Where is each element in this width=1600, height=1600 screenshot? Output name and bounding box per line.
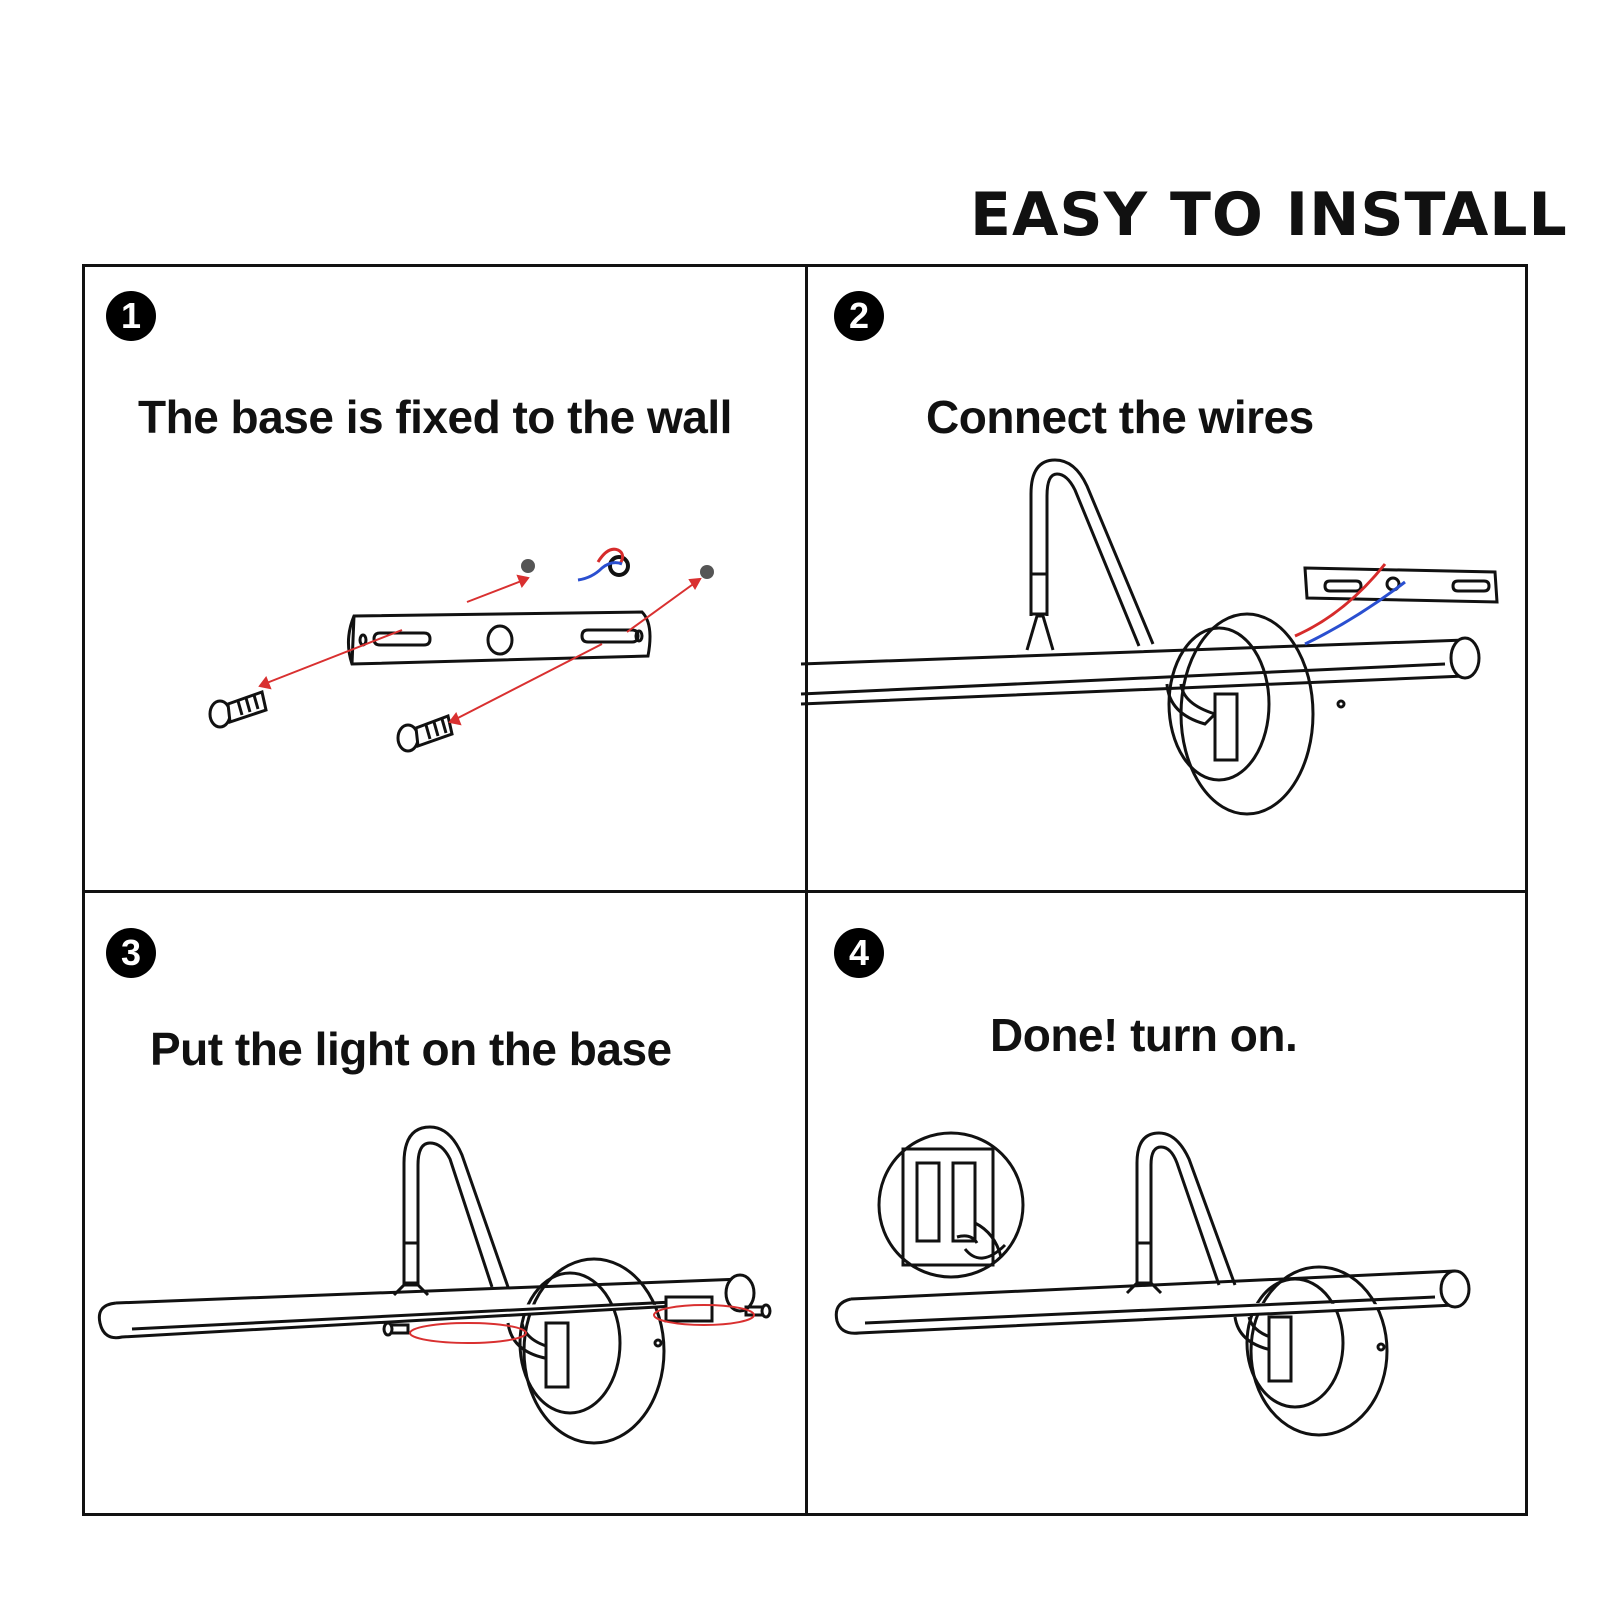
step-2-number: 2	[834, 291, 884, 341]
page-title: EASY TO INSTALL	[970, 180, 1568, 250]
screw-icon	[382, 1321, 410, 1337]
step-3-number: 3	[106, 928, 156, 978]
screw-icon	[208, 690, 268, 729]
step-2-caption: Connect the wires	[926, 391, 1314, 443]
step-4-number: 4	[834, 928, 884, 978]
step-4-caption: Done! turn on.	[990, 1009, 1298, 1061]
step-3-illustration	[97, 1125, 772, 1445]
step-4-illustration	[834, 1131, 1471, 1437]
step-2-illustration	[800, 458, 1499, 816]
step-1-illustration	[208, 547, 714, 753]
screw-icon	[396, 713, 454, 753]
light-switch-icon	[877, 1131, 1025, 1279]
light-bar	[834, 1297, 1456, 1335]
light-bar	[800, 638, 1466, 706]
step-3-caption: Put the light on the base	[150, 1023, 672, 1075]
step-1-number: 1	[106, 291, 156, 341]
light-bar	[97, 1301, 693, 1340]
grid-divider-horizontal	[82, 890, 1528, 893]
step-1-caption: The base is fixed to the wall	[138, 391, 732, 443]
mounting-bracket	[347, 610, 652, 666]
wall-plate	[1179, 612, 1315, 816]
